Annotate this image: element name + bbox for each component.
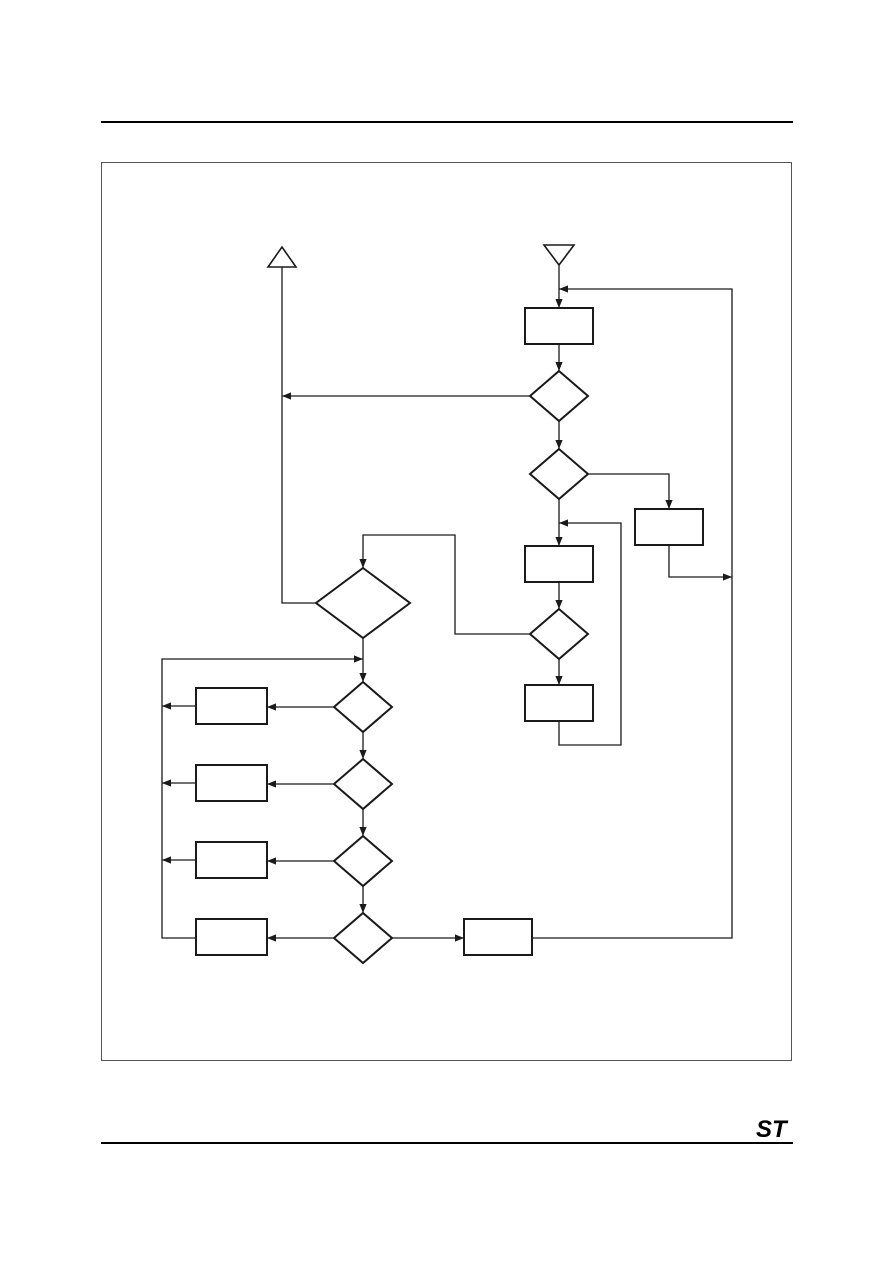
header-rule [101, 121, 793, 123]
link-low-loop [558, 519, 622, 746]
link-side-return [668, 545, 732, 581]
decision-d-1 [528, 369, 590, 423]
decision-d-c4 [332, 911, 394, 965]
process-p-low [524, 684, 594, 722]
footer-rule [101, 1142, 793, 1144]
decision-d-3 [528, 607, 590, 661]
process-p-top [524, 307, 594, 345]
decision-d-c2 [332, 757, 394, 811]
link-d2-side [588, 473, 673, 509]
process-p-mid [524, 545, 594, 583]
decision-d-c1 [332, 680, 394, 734]
process-p-left-1 [195, 687, 268, 725]
process-p-left-2 [195, 764, 268, 802]
terminal-exit [266, 245, 298, 268]
process-p-left-4 [195, 918, 268, 956]
link-d3-big [359, 534, 530, 635]
link-loop-return [532, 285, 733, 939]
link-left-return [161, 655, 363, 939]
decision-d-c3 [332, 834, 394, 888]
decision-d-2 [528, 447, 590, 501]
st-logo-text: ST [756, 1116, 789, 1141]
process-p-side [634, 508, 704, 546]
link-exit-stem [281, 267, 316, 604]
decision-d-big [314, 566, 412, 640]
terminal-entry [542, 244, 576, 267]
figure-frame [101, 162, 792, 1061]
process-p-left-3 [195, 841, 268, 879]
st-logo: ST [756, 1116, 789, 1141]
process-p-bottom [463, 918, 533, 956]
